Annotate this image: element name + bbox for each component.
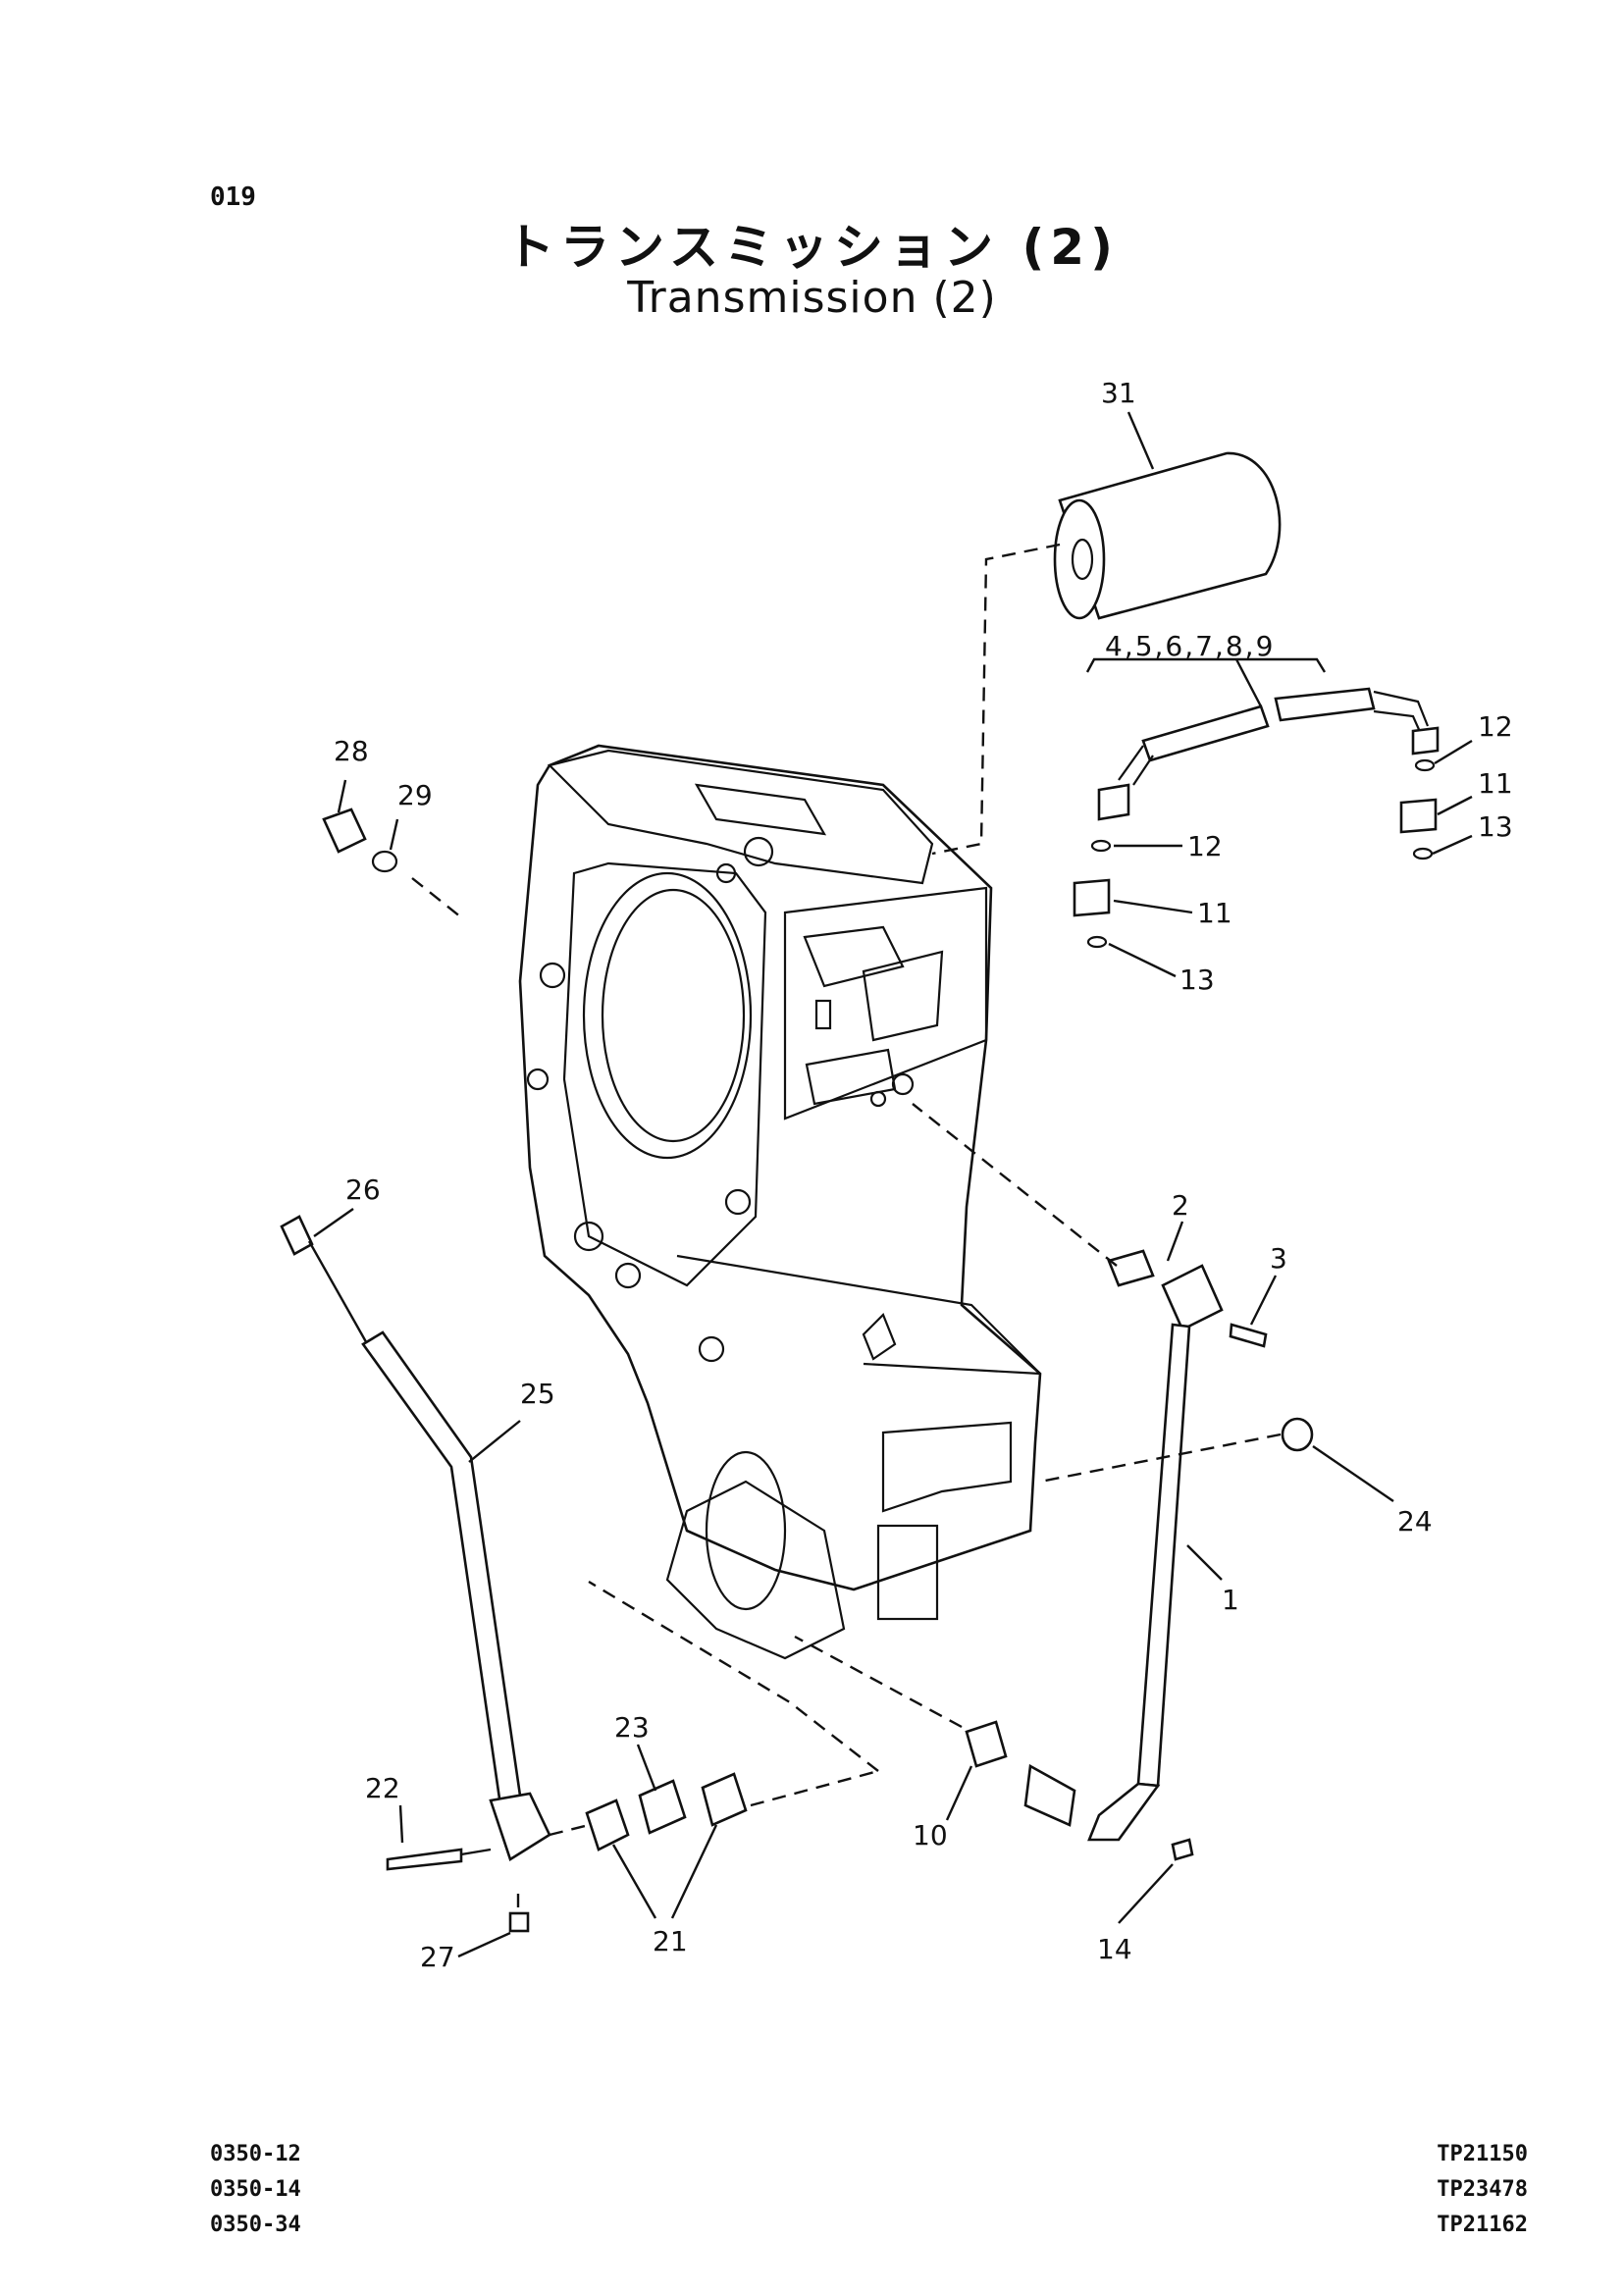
callout-11-right: 11 — [1478, 767, 1513, 800]
callout-21: 21 — [653, 1925, 688, 1957]
drawing-code: TP21162 — [1437, 2213, 1528, 2237]
callout-14: 14 — [1097, 1933, 1132, 1965]
callout-1: 1 — [1222, 1584, 1239, 1616]
callout-28: 28 — [334, 735, 369, 767]
model-code: 0350-14 — [210, 2177, 301, 2202]
callout-25: 25 — [520, 1378, 555, 1410]
callout-12-left: 12 — [1187, 830, 1223, 862]
callout-11-left: 11 — [1197, 897, 1232, 929]
plug-and-oring — [322, 779, 462, 918]
dipstick-tube — [280, 1208, 551, 1958]
drain-plug — [1039, 1417, 1394, 1502]
callout-10: 10 — [913, 1819, 948, 1851]
gaskets — [549, 1580, 879, 1919]
drawing-code: TP21150 — [1437, 2142, 1528, 2166]
callout-24: 24 — [1397, 1505, 1433, 1538]
callout-26: 26 — [345, 1173, 381, 1206]
callout-12-right: 12 — [1478, 710, 1513, 743]
filter-cartridge — [1053, 411, 1282, 620]
callout-3: 3 — [1270, 1242, 1287, 1275]
callout-13-right: 13 — [1478, 810, 1513, 843]
callout-23: 23 — [614, 1711, 650, 1744]
filter-leader — [931, 543, 1061, 856]
callout-2: 2 — [1172, 1189, 1189, 1222]
drawing-code: TP23478 — [1437, 2177, 1528, 2202]
callout-13-left: 13 — [1179, 964, 1215, 996]
callout-4-9: 4,5,6,7,8,9 — [1105, 630, 1275, 662]
drawing-codes: TP21150 TP23478 TP21162 — [1437, 2137, 1528, 2243]
title-japanese: トランスミッション (2) — [505, 219, 1119, 276]
model-code: 0350-12 — [210, 2142, 301, 2166]
callout-31: 31 — [1101, 377, 1136, 409]
callout-27: 27 — [420, 1941, 455, 1973]
model-code: 0350-34 — [210, 2213, 301, 2237]
title-english: Transmission (2) — [627, 273, 997, 323]
callout-29: 29 — [397, 779, 433, 811]
suction-pipe — [794, 1103, 1278, 1924]
transmission-housing — [518, 744, 1042, 1660]
page-number: 019 — [210, 182, 256, 212]
callout-22: 22 — [365, 1772, 400, 1804]
model-codes: 0350-12 0350-14 0350-34 — [210, 2137, 301, 2243]
hose-assembly — [1073, 657, 1473, 978]
